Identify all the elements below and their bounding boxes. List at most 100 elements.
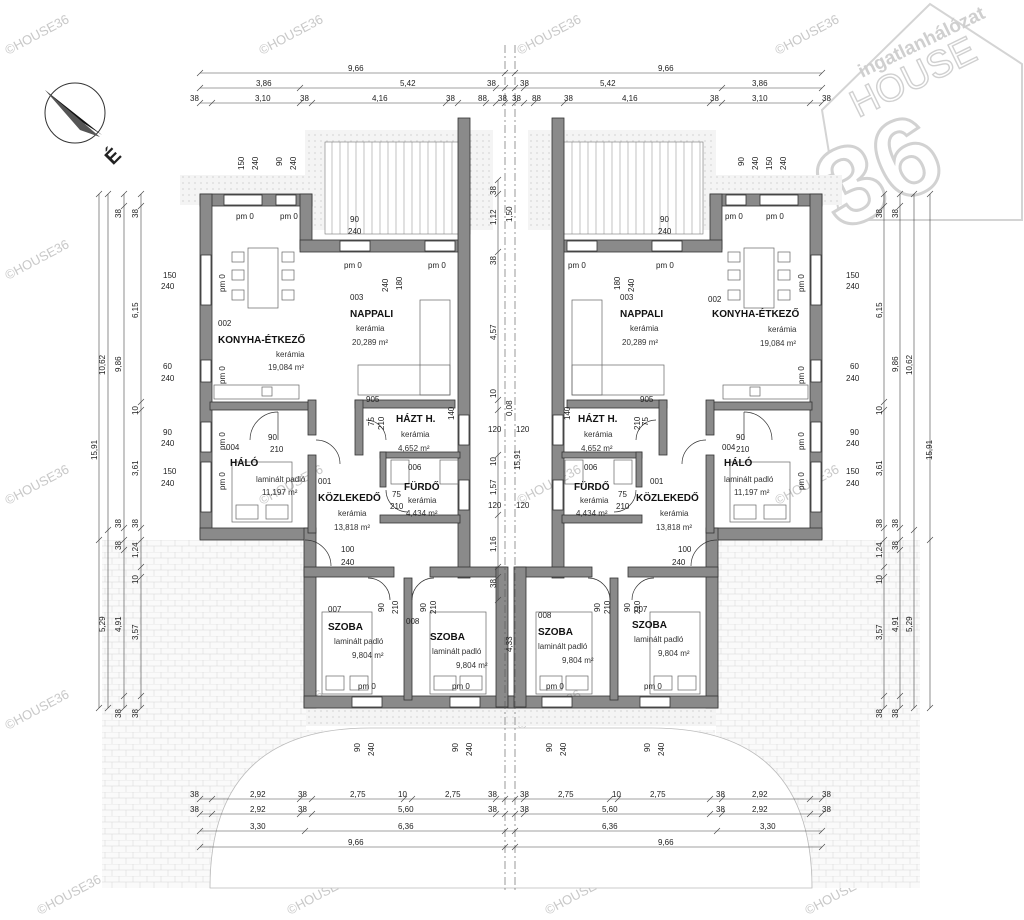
dimension-line	[208, 795, 216, 803]
site-surroundings	[102, 130, 920, 889]
dimension-line	[910, 704, 918, 712]
door-width: 90	[593, 603, 602, 612]
door-height: 240	[672, 558, 686, 567]
dim-left: 5,29	[98, 616, 107, 632]
sill-level: pm 0	[797, 472, 806, 490]
dim-right: 6,15	[875, 302, 884, 318]
dim-center: 1,50	[505, 206, 514, 222]
opening-height: 240	[367, 742, 376, 756]
opening-width: 90	[163, 428, 172, 437]
room-floor: laminált padló	[334, 637, 384, 646]
dim-top: 38	[300, 94, 309, 103]
dimension-line	[454, 99, 462, 107]
watermark: ©HOUSE36	[34, 871, 103, 917]
dim-bottom: 2,75	[558, 790, 574, 799]
dim-left: 38	[131, 519, 140, 528]
opening-width: 180	[613, 276, 622, 290]
room-floor: laminált padló	[432, 647, 482, 656]
dim-left: 38	[131, 209, 140, 218]
dimension-line	[511, 99, 519, 107]
dim-right: 10	[875, 575, 884, 584]
door-height: 210	[270, 445, 284, 454]
room-floor: kerámia	[276, 350, 305, 359]
dim-top: 38	[520, 79, 529, 88]
dimension-line	[501, 827, 509, 835]
dimension-line	[806, 795, 814, 803]
dimension-line	[494, 176, 502, 184]
room-code: 008	[406, 617, 420, 626]
dim-center: 38	[489, 579, 498, 588]
sill-level: pm 0	[452, 682, 470, 691]
dim-center: 15,91	[513, 449, 522, 470]
dim-left: 3,57	[131, 624, 140, 640]
watermark: ©HOUSE36	[2, 461, 71, 507]
dimension-line	[718, 99, 726, 107]
opening-width: 150	[765, 156, 774, 170]
dim-top: 38	[190, 94, 199, 103]
dimension-line	[408, 795, 416, 803]
opening-height: 240	[779, 156, 788, 170]
opening-width: 90	[850, 428, 859, 437]
dim-right: 3,61	[875, 460, 884, 476]
dimension-line	[137, 536, 145, 544]
dimension-line	[501, 84, 509, 92]
dimension-line	[818, 69, 826, 77]
room-code: 008	[538, 611, 552, 620]
dimension-line	[896, 202, 904, 210]
dimension-line	[880, 536, 888, 544]
dimension-line	[137, 406, 145, 414]
dim-bottom: 38	[190, 805, 199, 814]
dim-bottom: 2,92	[752, 805, 768, 814]
dimension-line	[880, 398, 888, 406]
dim-left: 38	[114, 519, 123, 528]
room-area: 4,434 m²	[576, 509, 608, 518]
opening-height: 240	[289, 156, 298, 170]
room-area: 9,804 m²	[352, 651, 384, 660]
opening-width: 180	[395, 276, 404, 290]
door-width: 905	[366, 395, 380, 404]
dim-top: 5,42	[400, 79, 416, 88]
opening-width: 150	[163, 467, 177, 476]
room-name: SZOBA	[632, 620, 667, 631]
room-code: 007	[328, 605, 342, 614]
door-width: 75	[392, 490, 401, 499]
opening-width: 90	[451, 743, 460, 752]
sill-level: pm 0	[656, 261, 674, 270]
dimension-line	[511, 843, 519, 851]
dimension-line	[880, 202, 888, 210]
sill-level: pm 0	[358, 682, 376, 691]
dim-right: 38	[875, 209, 884, 218]
dimension-line	[196, 795, 204, 803]
dimension-line	[706, 99, 714, 107]
dimension-line	[196, 810, 204, 818]
dimension-line	[492, 99, 500, 107]
dim-bottom: 38	[716, 790, 725, 799]
dimension-line	[706, 810, 714, 818]
room-floor: laminált padló	[724, 475, 774, 484]
dimension-line	[501, 810, 509, 818]
dim-bottom: 2,92	[250, 790, 266, 799]
dimension-line	[511, 827, 519, 835]
opening-height: 240	[161, 439, 175, 448]
north-label: É	[100, 144, 126, 170]
room-area: 9,804 m²	[456, 661, 488, 670]
dimension-line	[706, 795, 714, 803]
dim-center: 38	[489, 256, 498, 265]
dimension-line	[442, 99, 450, 107]
door-height: 210	[616, 502, 630, 511]
dim-left-total: 15,91	[90, 439, 99, 460]
room-code: 006	[584, 463, 598, 472]
dimension-line	[296, 810, 304, 818]
dimension-line	[818, 84, 826, 92]
dimension-line	[511, 810, 519, 818]
dimension-line	[196, 843, 204, 851]
dimension-line	[494, 573, 502, 581]
dimension-line	[296, 84, 304, 92]
opening-height: 240	[846, 374, 860, 383]
opening-width: 60	[163, 362, 172, 371]
dimension-line	[137, 692, 145, 700]
opening-height: 240	[381, 278, 390, 292]
dimension-line	[492, 84, 500, 92]
opening-width: 150	[846, 271, 860, 280]
dim-bottom: 9,66	[348, 838, 364, 847]
